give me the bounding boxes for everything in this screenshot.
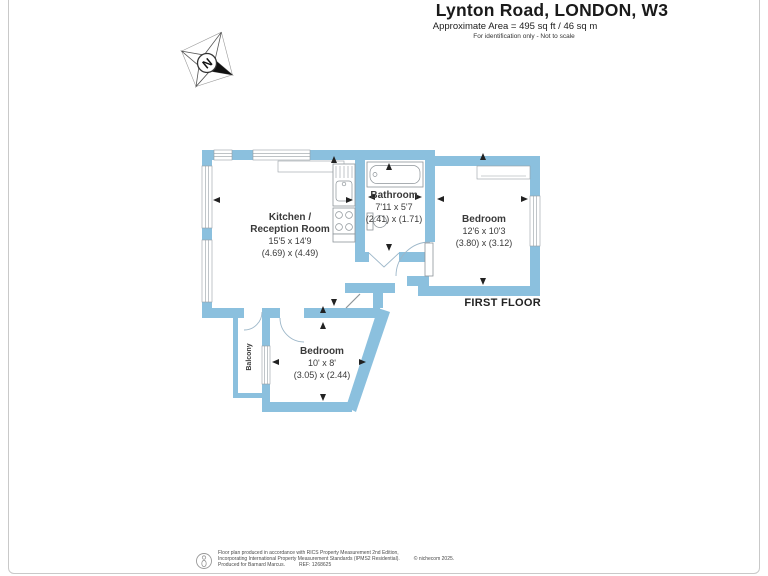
wall — [266, 308, 280, 318]
wall — [345, 283, 395, 293]
bathroom-dims-m: (2.41) x (1.71) — [366, 214, 423, 224]
balcony-parapet — [233, 312, 238, 398]
dimension-arrow — [320, 394, 326, 401]
dimension-arrow — [437, 196, 444, 202]
kitchen-fixtures — [332, 163, 356, 243]
window-recess — [476, 165, 531, 180]
bedroom2-dims-ft: 10' x 8' — [308, 358, 336, 368]
disclaimer-note: For identification only - Not to scale — [473, 33, 575, 40]
page-title: Lynton Road, LONDON, W3 — [435, 0, 669, 20]
wall — [202, 150, 212, 318]
sink-bowl — [335, 180, 353, 202]
bedroom2-label: Bedroom — [300, 346, 344, 357]
kitchen-dims-ft: 15'5 x 14'9 — [269, 236, 312, 246]
dimension-arrow — [480, 153, 486, 160]
dimension-arrow — [320, 306, 326, 313]
toilet-bowl — [373, 215, 387, 228]
toilet-cistern — [366, 212, 374, 231]
bath-tap — [372, 172, 378, 177]
bathroom-label: Bathroom — [370, 190, 417, 201]
wall — [435, 156, 540, 166]
wall — [418, 286, 540, 296]
wall — [262, 402, 352, 412]
dimension-arrow — [320, 322, 326, 329]
dimension-arrow — [272, 359, 279, 365]
footer-line-3: Produced for Barnard Marcus. REF: 126862… — [218, 561, 332, 568]
wall — [373, 293, 383, 308]
wall — [407, 276, 429, 286]
window — [529, 195, 541, 247]
dimension-arrow — [368, 194, 375, 200]
window — [201, 165, 213, 229]
wall — [425, 156, 435, 242]
balcony-label: Balcony — [246, 343, 253, 370]
wall — [355, 252, 369, 262]
doors — [243, 241, 434, 343]
copyright: © nichecom 2025. — [413, 555, 455, 562]
counter — [332, 233, 356, 243]
wall — [202, 150, 435, 160]
window — [201, 239, 213, 303]
dimension-arrow — [415, 194, 422, 200]
bedroom1-label: Bedroom — [462, 214, 506, 225]
kitchen-label: Kitchen / — [269, 212, 311, 223]
compass-icon: N — [180, 31, 234, 88]
door-leaf — [424, 242, 434, 277]
window — [252, 149, 311, 161]
dimension-arrow — [331, 299, 337, 306]
balcony-parapet — [233, 393, 265, 398]
bathroom-fixtures — [366, 161, 424, 231]
wall — [355, 160, 365, 262]
dimension-arrow — [386, 163, 392, 170]
bathroom-dims-ft: 7'11 x 5'7 — [375, 202, 412, 212]
bedroom1-dims-m: (3.80) x (3.12) — [456, 238, 513, 248]
room-labels: Kitchen / Reception Room 15'5 x 14'9 (4.… — [246, 190, 541, 380]
footer-line-1: Floor plan produced in accordance with R… — [218, 550, 399, 556]
dimension-arrow — [480, 278, 486, 285]
hob — [332, 207, 356, 235]
bedroom2-dims-m: (3.05) x (2.44) — [294, 370, 351, 380]
door-arc — [395, 241, 431, 277]
window — [213, 149, 233, 161]
door-leaf — [345, 293, 361, 309]
dimension-arrow — [521, 196, 528, 202]
wall — [304, 308, 380, 318]
door-arc — [279, 317, 305, 343]
balcony-door-window — [261, 345, 271, 385]
door-arc — [243, 311, 263, 331]
dimension-arrow — [213, 197, 220, 203]
footer-line-2: Incorporating International Property Mea… — [218, 555, 455, 562]
dimension-arrow — [386, 244, 392, 251]
wall — [202, 308, 244, 318]
kitchen-dims-m: (4.69) x (4.49) — [262, 248, 319, 258]
tap — [341, 181, 347, 187]
bathtub — [366, 161, 424, 188]
bedroom1-dims-ft: 12'6 x 10'3 — [463, 226, 506, 236]
kitchen-label-2: Reception Room — [250, 224, 330, 235]
dimension-arrows — [213, 153, 528, 401]
footer: Floor plan produced in accordance with R… — [218, 550, 455, 568]
approximate-area: Approximate Area = 495 sq ft / 46 sq m — [432, 21, 598, 32]
wall — [262, 384, 270, 412]
footer-logo-icon — [196, 553, 212, 569]
dimension-arrow — [331, 156, 337, 163]
bifold-door — [368, 252, 400, 268]
wall — [262, 308, 270, 346]
wall — [399, 252, 425, 262]
dimension-arrow — [359, 359, 366, 365]
reference-number: REF: 1268625 — [298, 561, 332, 568]
dimension-arrow — [346, 197, 353, 203]
diagonal-wall — [346, 308, 390, 412]
floor-label: FIRST FLOOR — [464, 297, 541, 309]
sink-unit — [332, 163, 356, 207]
